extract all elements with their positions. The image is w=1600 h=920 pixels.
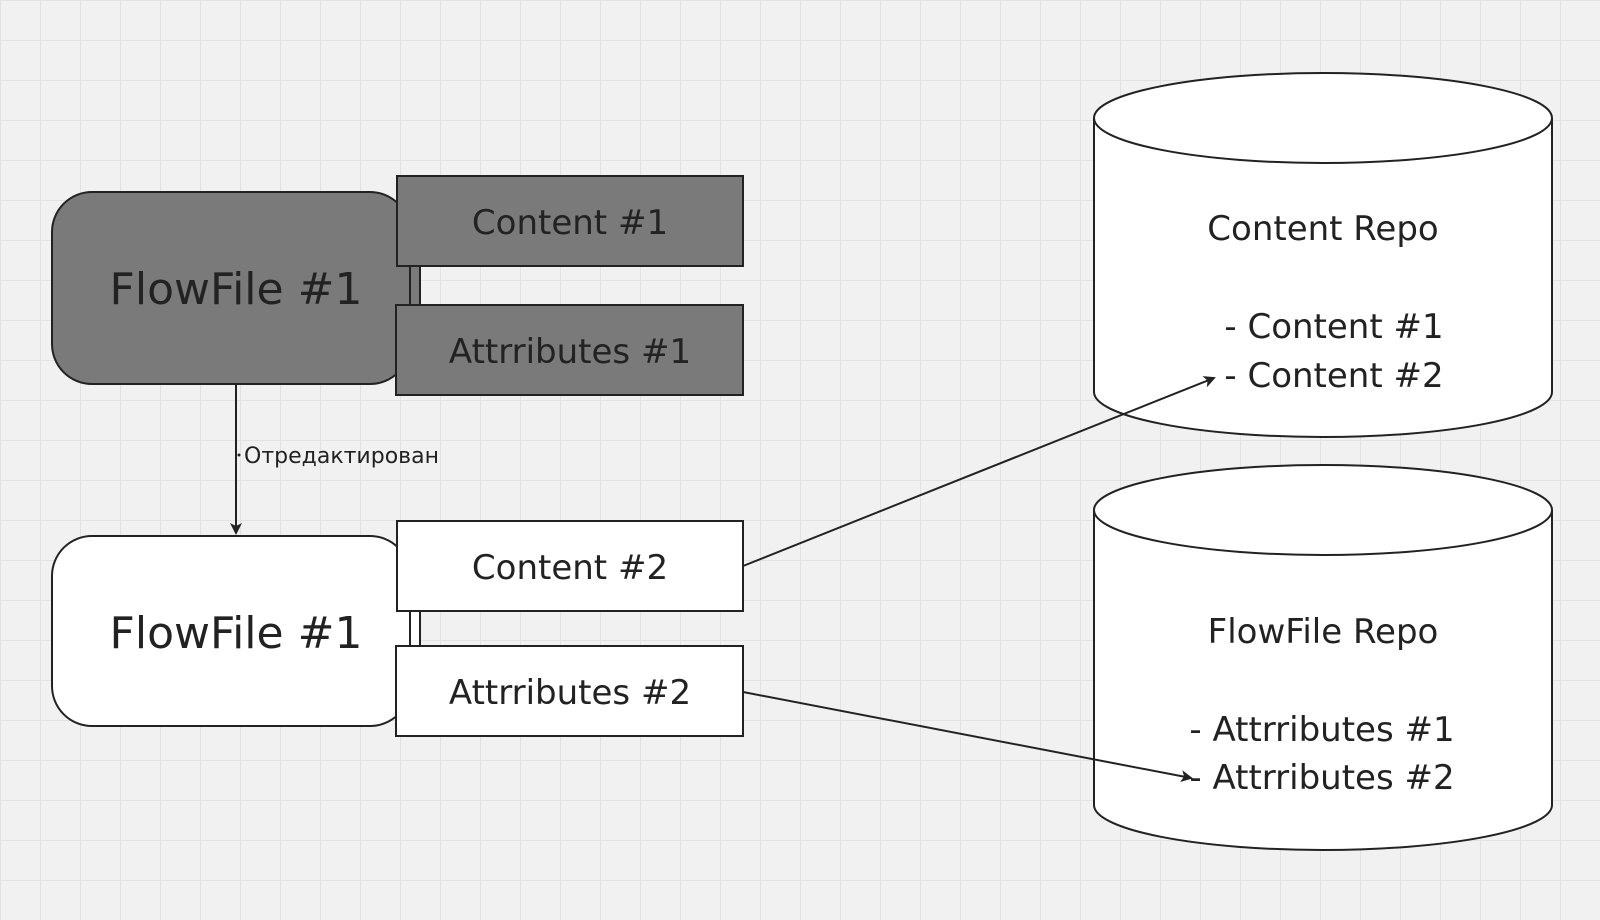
flowfile-repo-top (1093, 464, 1553, 556)
edit-edge[interactable]: Отредактирован (230, 384, 439, 535)
flowfile-repo-item-1: - Attrributes #1 (1189, 710, 1454, 750)
new-flowfile-label: FlowFile #1 (110, 608, 363, 659)
old-version-group: FlowFile #1 Content #1 Attrributes #1 (51, 175, 744, 396)
edit-edge-label-dot (237, 453, 241, 457)
new-content-label: Content #2 (472, 548, 668, 588)
content-repo-title: Content Repo (1207, 209, 1438, 249)
old-flowfile-node[interactable] (51, 191, 411, 385)
flowfile-repo-item-2: - Attrributes #2 (1189, 758, 1454, 798)
old-content-label: Content #1 (472, 203, 668, 243)
new-attributes-node[interactable] (395, 645, 744, 737)
old-content-node[interactable] (396, 175, 744, 267)
content-repo-item-1: - Content #1 (1224, 307, 1443, 347)
flowfile-repo-title: FlowFile Repo (1208, 612, 1439, 652)
content-repo-body (1093, 118, 1553, 438)
new-attributes-label: Attrributes #2 (449, 673, 691, 713)
content-repo-item-2: - Content #2 (1224, 356, 1443, 396)
edit-edge-label: Отредактирован (244, 444, 439, 469)
content-to-repo-arrow[interactable] (742, 376, 1216, 567)
new-content-node[interactable] (396, 520, 744, 612)
new-version-group: FlowFile #1 Content #2 Attrributes #2 (51, 520, 744, 737)
new-flowfile-node[interactable] (51, 535, 411, 727)
old-flowfile-label: FlowFile #1 (110, 264, 363, 315)
content-repo-top (1093, 72, 1553, 164)
content-repo-cylinder[interactable]: Content Repo - Content #1 - Content #2 (1093, 72, 1553, 438)
flowfile-repo-body (1093, 510, 1553, 851)
old-attributes-label: Attrributes #1 (449, 332, 691, 372)
flowfile-repo-cylinder[interactable]: FlowFile Repo - Attrributes #1 - Attrrib… (1093, 464, 1553, 851)
old-attributes-node[interactable] (395, 304, 744, 396)
attributes-to-repo-arrow[interactable] (742, 691, 1193, 783)
